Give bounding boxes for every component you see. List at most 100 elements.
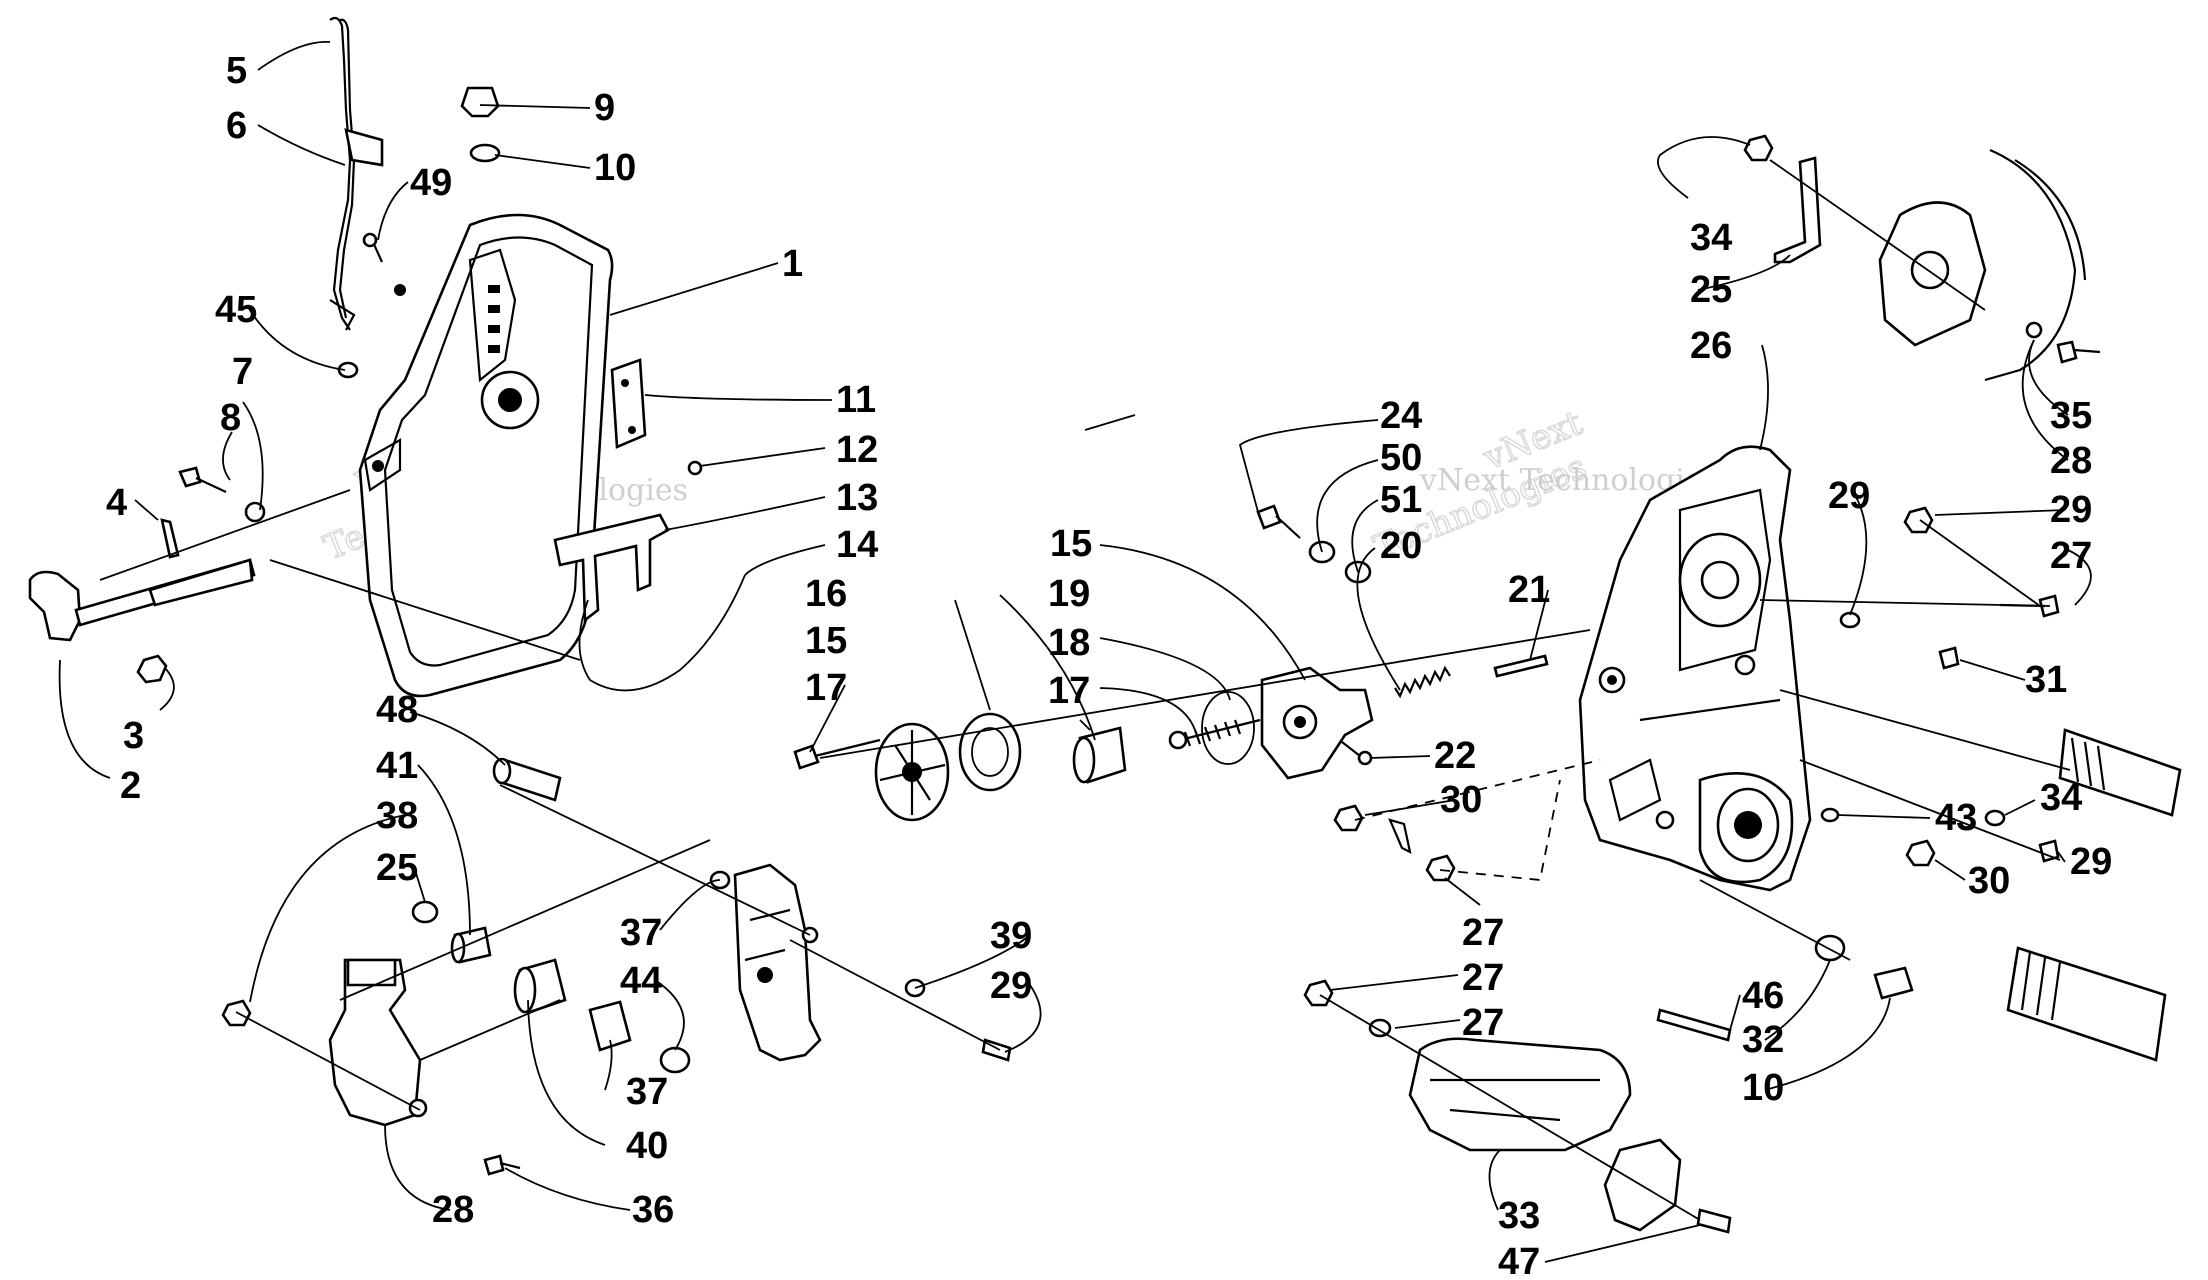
callout-19: 17 [1048, 670, 1090, 712]
spring-wire [578, 574, 746, 692]
callout-29-d: 39 [990, 915, 1032, 957]
callout-41: 48 [376, 689, 418, 731]
callout-49: 49 [410, 162, 452, 204]
washer-29-low [1984, 809, 2006, 827]
gasket-plate [610, 358, 647, 449]
callout-27-b: 30 [1440, 779, 1482, 821]
sleeve-40 [588, 1000, 632, 1052]
callout-43: 27 [1462, 912, 1504, 954]
callout-36: 28 [432, 1189, 474, 1231]
callout-40: 37 [626, 1071, 668, 1113]
callout-32: 46 [1742, 975, 1784, 1017]
callout-30-a: 31 [2025, 659, 2067, 701]
callout-17: 16 [805, 573, 847, 615]
callout-3: 3 [123, 715, 144, 757]
spring-pin-4 [160, 518, 180, 559]
callout-38: 41 [376, 745, 418, 787]
callout-6: 6 [226, 105, 247, 147]
callout-22: 20 [1380, 525, 1422, 567]
callout-47: 33 [1498, 1195, 1540, 1237]
callout-34-b: 43 [1935, 797, 1977, 839]
bracket-36 [328, 958, 422, 1127]
callout-5: 5 [226, 50, 247, 92]
callout-15: 15 [1050, 523, 1092, 565]
callout-39: 40 [626, 1125, 668, 1167]
bracket-47 [1408, 1037, 1632, 1152]
nut-43 [1425, 854, 1456, 882]
callout-28-b: 29 [990, 965, 1032, 1007]
shaft-20 [1179, 718, 1261, 742]
callout-16: 15 [805, 620, 847, 662]
callout-35: 26 [1690, 325, 1732, 367]
callout-46: 27 [1462, 1002, 1504, 1044]
output-shaft-lower [2006, 946, 2167, 1062]
bolt-18 [793, 744, 820, 770]
callout-37-b: 44 [620, 960, 662, 1002]
nut-27-d [1303, 979, 1334, 1007]
callout-18: 17 [805, 667, 847, 709]
callout-4: 4 [106, 482, 127, 524]
callout-25-top: 34 [1690, 217, 1732, 259]
dipstick-rod [329, 16, 352, 331]
callout-12: 12 [836, 429, 878, 471]
callout-28-top: 35 [2050, 395, 2092, 437]
nut-3 [136, 654, 168, 684]
callout-10: 10 [594, 147, 636, 189]
pin-23 [1493, 654, 1549, 678]
callout-29-mid: 29 [1828, 475, 1870, 517]
bolt-33 [1873, 966, 1914, 1000]
pin-24 [1341, 741, 1361, 757]
callout-31: 27 [2050, 535, 2092, 577]
callout-11: 11 [836, 379, 876, 421]
nut-27-c [1905, 839, 1936, 867]
callout-14: 14 [836, 524, 878, 566]
washer-29-mid [1839, 611, 1861, 629]
center-drive-assembly [793, 504, 1591, 822]
washer-37-b [659, 1046, 691, 1074]
clip-45 [337, 361, 359, 379]
callout-50: 24 [1380, 395, 1422, 437]
callout-30-b: 29 [2070, 841, 2112, 883]
callout-34: 51 [1380, 479, 1422, 521]
callout-37-a: 25 [376, 847, 418, 889]
callout-29-low: 34 [2040, 777, 2082, 819]
callout-26: 25 [1690, 269, 1732, 311]
pin-12 [687, 460, 703, 476]
fill-cap [460, 86, 500, 118]
callout-24: 22 [1434, 735, 1476, 777]
callout-labels: 5 6 9 10 49 1 45 7 8 4 11 12 13 14 3 2 2… [106, 50, 2112, 1280]
callout-2: 2 [120, 765, 141, 807]
callout-20: 18 [1048, 622, 1090, 664]
callout-29-top: 28 [2050, 440, 2092, 482]
washer-46 [1368, 1018, 1392, 1038]
shift-lever [28, 570, 82, 642]
lower-left-assembly [221, 757, 1012, 1176]
callout-9: 9 [594, 87, 615, 129]
washer-37-a [411, 900, 439, 924]
bolt-50 [1256, 504, 1282, 530]
callout-27-d: 27 [1462, 957, 1504, 999]
cap-washer [469, 143, 501, 163]
nut-27-a [1903, 506, 1934, 534]
callout-48: 47 [1498, 1241, 1540, 1280]
callout-44: 37 [620, 912, 662, 954]
callout-25-b: 38 [376, 795, 418, 837]
washer-10-b [1814, 934, 1846, 962]
callout-21: 19 [1048, 573, 1090, 615]
bolt-28-top [2056, 340, 2078, 364]
bolt-30-b [2038, 839, 2060, 863]
callout-33: 10 [1742, 1067, 1784, 1109]
callout-42: 36 [632, 1189, 674, 1231]
mount-plate [733, 863, 822, 1062]
output-shaft-upper [2058, 728, 2182, 817]
bracket-26 [1773, 156, 1822, 264]
bolt-42 [483, 1154, 505, 1176]
dipstick-bracket [344, 128, 384, 167]
bolt-48 [1696, 1208, 1732, 1234]
oring-21 [1201, 691, 1255, 765]
nut-25-top [1743, 134, 1774, 162]
callout-7: 7 [232, 351, 253, 393]
callout-1: 1 [782, 243, 803, 285]
chaincase-cover-assembly [28, 16, 746, 698]
